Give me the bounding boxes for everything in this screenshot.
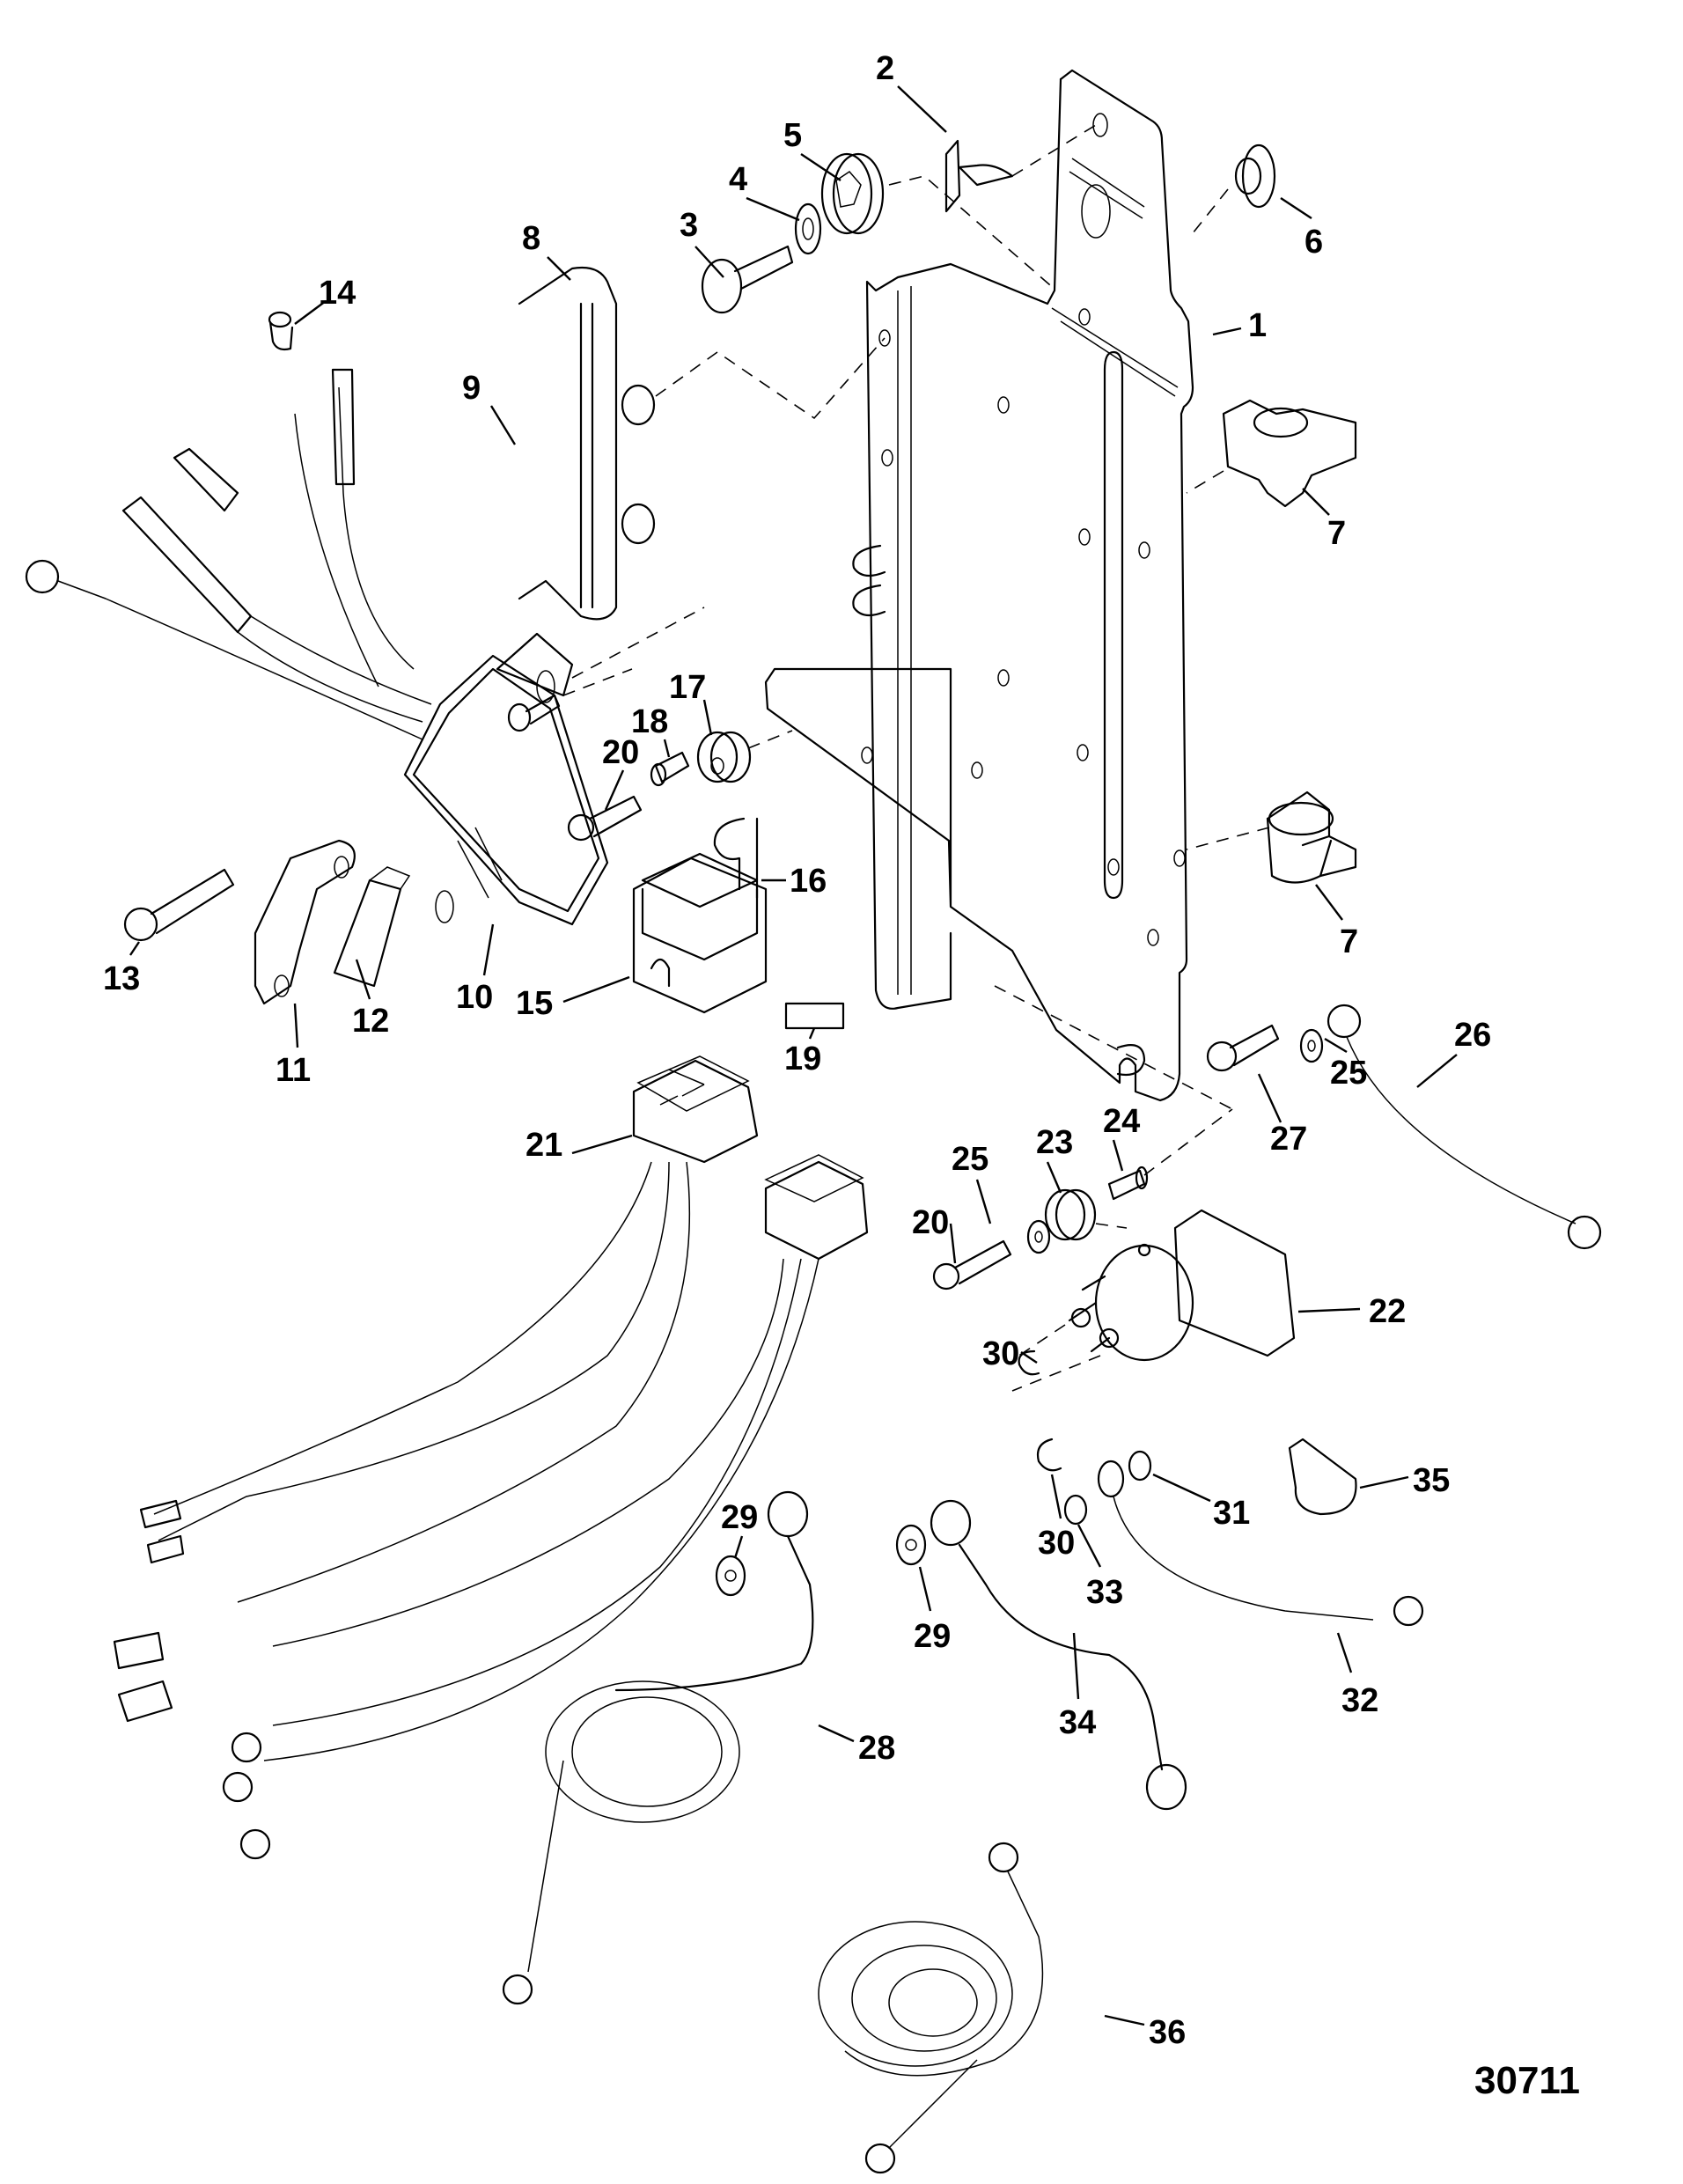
- starter-cable-34: [930, 1499, 1187, 1811]
- harness-connectors-21: [113, 1055, 869, 1860]
- callout-30-upper[interactable]: 30: [982, 1335, 1019, 1372]
- callout-21[interactable]: 21: [525, 1127, 562, 1164]
- callout-5[interactable]: 5: [783, 117, 802, 154]
- callout-labels: 1 2 3 4 5 6 7 7 8 9 10 11 12 13 14 15 16…: [103, 50, 1491, 2051]
- bolt-27: [994, 985, 1280, 1110]
- starter-solenoid-22: [1011, 1209, 1296, 1392]
- callout-7-lower[interactable]: 7: [1340, 923, 1358, 960]
- callout-29-right[interactable]: 29: [914, 1618, 951, 1655]
- washer-4: [794, 202, 822, 255]
- grommet-5: [820, 152, 1057, 291]
- lead-32: [1097, 1460, 1424, 1627]
- washer-25-mid: [1026, 1219, 1051, 1254]
- clamp-35: [1288, 1438, 1357, 1516]
- callout-22[interactable]: 22: [1369, 1293, 1406, 1330]
- callout-32[interactable]: 32: [1341, 1682, 1378, 1719]
- cable-clamp-lower: [1186, 791, 1357, 884]
- callout-33[interactable]: 33: [1086, 1574, 1123, 1611]
- callout-25-right[interactable]: 25: [1330, 1055, 1367, 1092]
- lockwasher-30-lower: [1036, 1438, 1062, 1472]
- callout-8[interactable]: 8: [522, 220, 540, 257]
- callout-35[interactable]: 35: [1413, 1462, 1450, 1499]
- callout-20-upper[interactable]: 20: [602, 734, 639, 771]
- callout-12[interactable]: 12: [352, 1003, 389, 1040]
- relay-15: [632, 852, 768, 1014]
- callout-26[interactable]: 26: [1454, 1017, 1491, 1054]
- bushing-18: [650, 751, 690, 787]
- callout-15[interactable]: 15: [516, 985, 553, 1022]
- callout-17[interactable]: 17: [669, 669, 706, 706]
- rectifier-regulator-10: [403, 607, 705, 926]
- bolt-20-lower: [932, 1239, 1012, 1291]
- callout-25-mid[interactable]: 25: [952, 1141, 988, 1178]
- ground-cable-36: [818, 1842, 1044, 2174]
- bushing-24: [1107, 1108, 1233, 1201]
- callout-19[interactable]: 19: [784, 1041, 821, 1077]
- callout-6[interactable]: 6: [1305, 224, 1323, 261]
- callout-28[interactable]: 28: [858, 1730, 895, 1767]
- mounting-bracket-11: [254, 839, 356, 1005]
- callout-18[interactable]: 18: [631, 703, 668, 740]
- callout-14[interactable]: 14: [319, 275, 356, 312]
- callout-23[interactable]: 23: [1036, 1124, 1073, 1161]
- callout-24[interactable]: 24: [1103, 1103, 1140, 1140]
- nut-31: [1128, 1450, 1152, 1482]
- regulator-harness: [25, 368, 432, 740]
- callout-9[interactable]: 9: [462, 370, 481, 407]
- pad-12: [333, 866, 411, 988]
- bushing-6: [1192, 143, 1276, 234]
- grommet-23: [1044, 1188, 1128, 1241]
- callout-2[interactable]: 2: [876, 50, 894, 87]
- callout-3[interactable]: 3: [680, 207, 698, 244]
- callout-30-lower[interactable]: 30: [1038, 1525, 1075, 1562]
- callout-13[interactable]: 13: [103, 960, 140, 997]
- callout-7-upper[interactable]: 7: [1327, 515, 1346, 552]
- nut-29-right: [895, 1524, 927, 1566]
- clip-16: [713, 817, 759, 900]
- callout-20-lower[interactable]: 20: [912, 1204, 949, 1241]
- label-19: [784, 1002, 845, 1030]
- callout-4[interactable]: 4: [729, 161, 747, 198]
- callout-1[interactable]: 1: [1248, 307, 1267, 344]
- figure-number: 30711: [1474, 2059, 1580, 2102]
- nut-29-left: [715, 1555, 746, 1597]
- bolt-3: [701, 245, 794, 314]
- callout-31[interactable]: 31: [1213, 1495, 1250, 1532]
- lockwasher-30-upper: [1018, 1349, 1040, 1376]
- bolt-20-upper: [567, 795, 643, 842]
- nut-33: [1063, 1494, 1088, 1526]
- callout-11[interactable]: 11: [276, 1052, 311, 1089]
- callout-36[interactable]: 36: [1149, 2014, 1186, 2051]
- harness-clip-bracket-8: [518, 266, 886, 621]
- cable-clamp-upper: [1186, 399, 1357, 508]
- callout-10[interactable]: 10: [456, 979, 493, 1016]
- sleeve-14: [268, 311, 294, 351]
- washer-25-right: [1299, 1028, 1324, 1063]
- leader-lines: [129, 85, 1458, 2026]
- callout-16[interactable]: 16: [790, 863, 827, 900]
- bracket-plate: [764, 69, 1194, 1102]
- callout-29-left[interactable]: 29: [721, 1499, 758, 1536]
- callout-34[interactable]: 34: [1059, 1704, 1096, 1741]
- battery-cable-28: [502, 1490, 814, 2005]
- callout-27[interactable]: 27: [1270, 1121, 1307, 1158]
- bolt-13: [123, 868, 235, 942]
- grommet-17: [696, 730, 793, 783]
- screw-clip: [944, 124, 1097, 213]
- ground-lead-26: [1327, 1004, 1602, 1250]
